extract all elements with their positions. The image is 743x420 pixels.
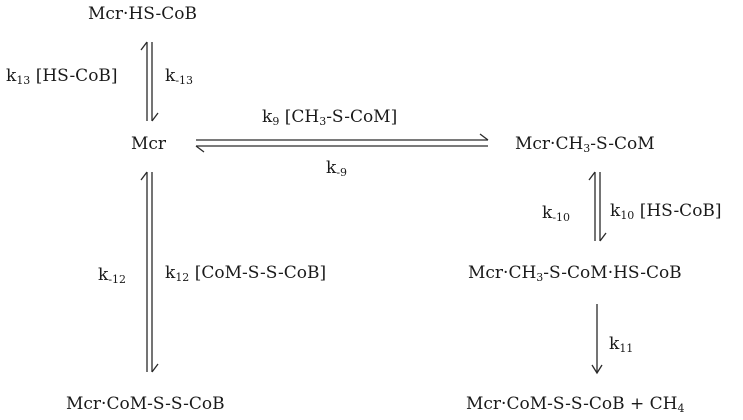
species-mcr: Mcr <box>131 134 167 154</box>
rate-k9: k9 [CH3-S-CoM] <box>262 107 398 128</box>
rate-k-minus-9: k-9 <box>326 158 348 179</box>
rate-k12: k12 [CoM-S-S-CoB] <box>165 263 327 284</box>
rate-k13: k13 [HS-CoB] <box>6 66 118 87</box>
species-mcr-ch3-s-com: Mcr·CH3-S-CoM <box>515 134 655 155</box>
species-mcr-hscob: Mcr·HS-CoB <box>88 4 198 24</box>
species-mcr-com-s-s-cob-plus-ch4: Mcr·CoM-S-S-CoB + CH4 <box>466 394 685 415</box>
equilibrium-arrow-k12 <box>140 171 159 373</box>
reaction-arrow-k11 <box>591 304 603 375</box>
rate-k11: k11 <box>609 334 634 355</box>
species-mcr-ch3-s-com-hs-cob: Mcr·CH3-S-CoM·HS-CoB <box>468 263 682 284</box>
equilibrium-arrow-k10 <box>588 171 607 242</box>
rate-k-minus-13: k-13 <box>165 66 194 87</box>
equilibrium-arrow-k13 <box>140 41 159 122</box>
rate-k10: k10 [HS-CoB] <box>610 201 722 222</box>
rate-k-minus-12: k-12 <box>98 265 127 286</box>
rate-k-minus-10: k-10 <box>542 203 571 224</box>
species-mcr-com-s-s-cob: Mcr·CoM-S-S-CoB <box>66 394 225 414</box>
equilibrium-arrow-k9 <box>195 133 489 153</box>
